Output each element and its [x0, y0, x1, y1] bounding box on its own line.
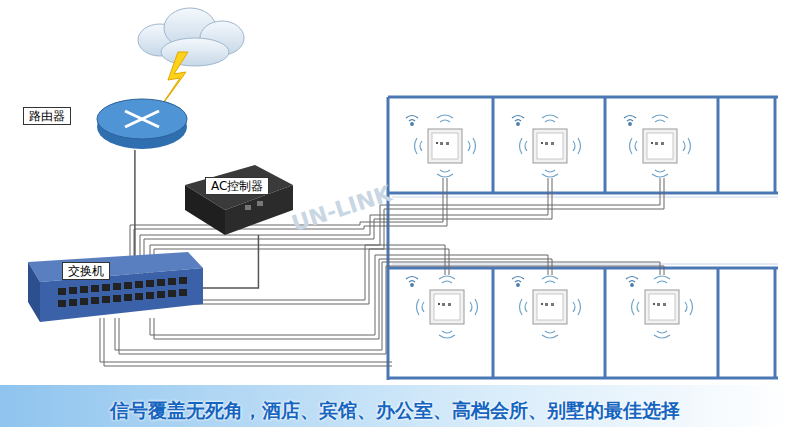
network-device: 路由器 [95, 93, 190, 153]
network-cable [203, 235, 258, 288]
network-device: AC控制器 [185, 165, 293, 235]
device-label: 路由器 [23, 107, 71, 125]
network-cable [134, 150, 136, 258]
device-label: 交换机 [62, 262, 110, 280]
device-label: AC控制器 [205, 177, 269, 195]
device-icon [185, 165, 293, 235]
caption: 信号覆盖无死角，酒店、宾馆、办公室、高档会所、别墅的最佳选择 [0, 398, 790, 424]
device-icon [95, 93, 190, 153]
network-device: 交换机 [28, 252, 203, 332]
device-icon [28, 252, 203, 332]
watermark: UN-LINK [289, 181, 395, 237]
